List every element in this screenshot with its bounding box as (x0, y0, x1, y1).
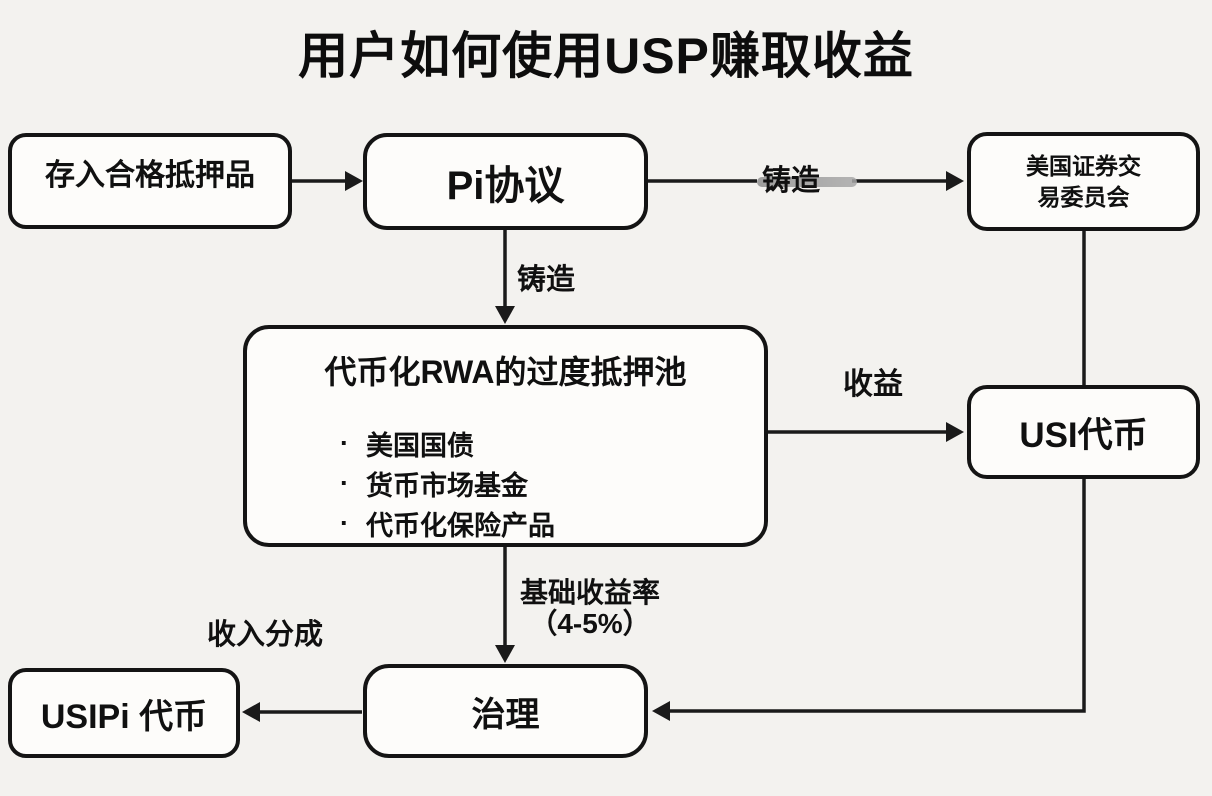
arrowhead-down-icon (495, 306, 515, 324)
node-pi-protocol[interactable]: Pi协议 (363, 133, 648, 230)
node-governance[interactable]: 治理 (363, 664, 648, 758)
edge-label-mint-to-pool: 铸造 (517, 264, 576, 296)
list-item: · 美国国债 (340, 423, 764, 463)
node-usi-token[interactable]: USI代币 (967, 385, 1200, 479)
list-item: · 代币化保险产品 (340, 503, 764, 543)
arrowhead-right-icon (946, 171, 964, 191)
node-rwa-pool-title: 代币化RWA的过度抵押池 (324, 354, 687, 390)
node-sec-label: 美国证券交 易委员会 (1026, 152, 1141, 210)
edge-label-yield: 收益 (843, 368, 903, 401)
smudge-mark (757, 177, 857, 187)
bullet-icon: · (340, 427, 349, 458)
node-usipi-token[interactable]: USIPi 代币 (8, 668, 240, 758)
node-governance-label: 治理 (471, 695, 540, 734)
list-item-label: 货币市场基金 (366, 470, 528, 501)
arrowhead-right-icon (946, 422, 964, 442)
node-sec[interactable]: 美国证券交 易委员会 (967, 132, 1200, 231)
node-deposit-collateral-label: 存入合格抵押品 (45, 159, 255, 192)
arrowhead-right-icon (345, 171, 363, 191)
bullet-icon: · (340, 467, 349, 498)
arrowhead-left-icon (242, 702, 260, 722)
node-pi-protocol-label: Pi协议 (446, 163, 565, 208)
edge-label-revenue-share: 收入分成 (207, 619, 324, 651)
edge-label-base-yield: 基础收益率 （4-5%） (520, 577, 661, 639)
node-usipi-token-label: USIPi 代币 (40, 697, 208, 736)
rwa-pool-list: · 美国国债 · 货币市场基金 · 代币化保险产品 (340, 423, 764, 543)
list-item: · 货币市场基金 (340, 463, 764, 503)
node-rwa-pool[interactable]: 代币化RWA的过度抵押池 · 美国国债 · 货币市场基金 · 代币化保险产品 (243, 325, 768, 547)
arrowhead-down-icon (495, 645, 515, 663)
list-item-label: 代币化保险产品 (366, 510, 555, 541)
node-usi-token-label: USI代币 (1019, 415, 1148, 455)
edge-label-mint-to-sec: 铸造 (762, 165, 821, 197)
list-item-label: 美国国债 (366, 430, 474, 461)
page-title: 用户如何使用USP赚取收益 (298, 28, 914, 84)
node-deposit-collateral[interactable]: 存入合格抵押品 (8, 133, 292, 229)
edge-usi-to-governance (670, 478, 1086, 713)
arrowhead-left-icon (652, 701, 670, 721)
bullet-icon: · (340, 507, 349, 538)
